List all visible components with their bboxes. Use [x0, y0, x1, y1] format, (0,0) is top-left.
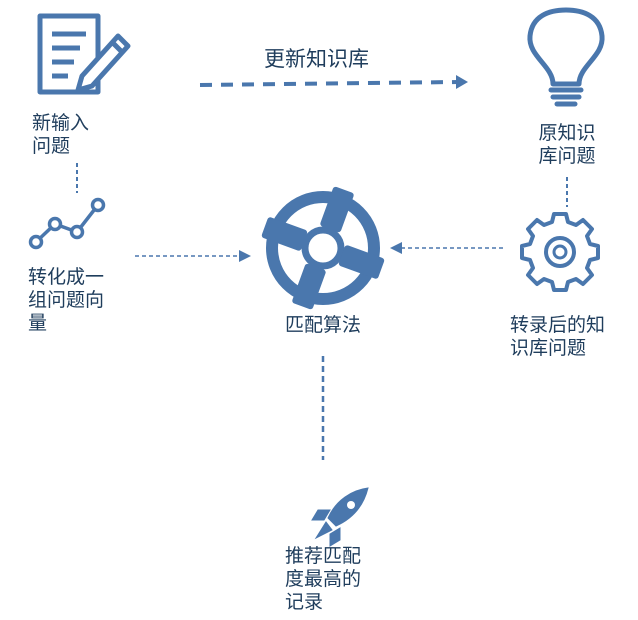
line-chart-icon [28, 197, 106, 250]
kb-question-label: 原知识 库问题 [538, 122, 596, 167]
document-pencil-icon [37, 13, 131, 95]
transcribed-label: 转录后的知 识库问题 [510, 314, 606, 359]
result-label: 推荐匹配 度最高的 记录 [285, 545, 362, 613]
lightbulb-icon [527, 7, 605, 107]
connectors [76, 75, 568, 460]
algorithm-label: 匹配算法 [284, 314, 361, 336]
new-question-label: 新输入 问题 [32, 112, 90, 157]
vector-label: 转化成一 组问题向 量 [28, 266, 105, 334]
update-kb-arrow [199, 80, 459, 87]
update-kb-label: 更新知识库 [264, 47, 369, 71]
gear-icon [520, 212, 600, 292]
update-kb-arrowhead [456, 75, 468, 89]
rocket-icon [311, 487, 369, 547]
lifebuoy-icon [261, 186, 385, 310]
